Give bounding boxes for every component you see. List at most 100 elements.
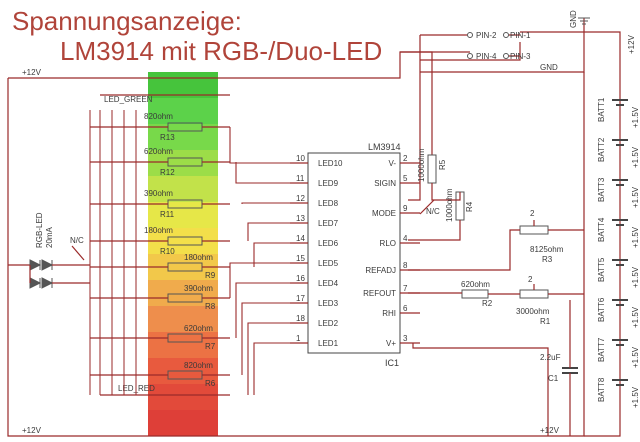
ic-pin-number: 13 xyxy=(296,214,305,223)
battery-symbol xyxy=(612,99,628,106)
gnd-label-top: GND xyxy=(569,10,578,28)
ic-pin-label: LED9 xyxy=(318,179,339,188)
led-color-bar xyxy=(148,72,218,437)
ground-icon xyxy=(578,17,590,25)
ic-pin-number: 2 xyxy=(403,154,408,163)
ic-pin-label: LED2 xyxy=(318,319,339,328)
r2-resistor xyxy=(461,289,489,299)
ladder-resistor-value: 390ohm xyxy=(184,284,213,293)
band-segment xyxy=(148,202,218,229)
ic-pin-number: 5 xyxy=(403,174,408,183)
ladder-resistor-value: 820ohm xyxy=(184,361,213,370)
battery-name: BATT2 xyxy=(597,137,606,162)
ic-name: LM3914 xyxy=(368,142,401,152)
r2-name: R2 xyxy=(482,299,493,308)
ladder-resistor-name: R7 xyxy=(205,342,216,351)
ic-pin-number: 7 xyxy=(403,284,408,293)
rgb-led-current: 20mA xyxy=(45,226,54,248)
r5-name: R5 xyxy=(438,159,447,170)
ic-pin-number: 8 xyxy=(403,261,408,270)
r4-value: 1000ohm xyxy=(445,188,454,222)
ic-pin-number: 10 xyxy=(296,154,305,163)
c1-capacitor xyxy=(562,367,578,374)
band-segment xyxy=(148,410,218,437)
battery-symbol xyxy=(612,339,628,346)
rail-label-bottom-left: +12V xyxy=(22,426,42,435)
battery-stack: BATT1+1.5VBATT2+1.5VBATT3+1.5VBATT4+1.5V… xyxy=(597,97,640,408)
ic-link-wire xyxy=(241,202,290,204)
ic-pin-number: 11 xyxy=(296,174,305,183)
ic-link-wire xyxy=(229,262,290,298)
ladder-resistor-name: R12 xyxy=(160,168,175,177)
rail-label-bottom-right: +12V xyxy=(540,426,560,435)
led-green-label: LED_GREEN xyxy=(104,95,153,104)
ic-pin-label: REFOUT xyxy=(363,289,396,298)
battery-name: BATT6 xyxy=(597,297,606,322)
band-segment xyxy=(148,124,218,151)
ic-pin-label: LED3 xyxy=(318,299,339,308)
ic-pin-number: 14 xyxy=(296,234,305,243)
battery-symbol xyxy=(612,179,628,186)
rail-label-top-left: +12V xyxy=(22,68,42,77)
ic-pin-label: LED10 xyxy=(318,159,343,168)
ladder-resistor-name: R6 xyxy=(205,379,216,388)
r1-potentiometer xyxy=(519,289,549,299)
r4-name: R4 xyxy=(465,201,474,212)
battery-symbol xyxy=(612,139,628,146)
battery-name: BATT8 xyxy=(597,377,606,402)
band-segment xyxy=(148,98,218,125)
ic-pin-label: V- xyxy=(388,159,396,168)
pin-3-label: PIN-3 xyxy=(510,52,531,61)
ladder-resistor-name: R13 xyxy=(160,133,175,142)
ladder-resistor-value: 390ohm xyxy=(144,189,173,198)
pin-4-label: PIN-4 xyxy=(476,52,497,61)
battery-symbol xyxy=(612,299,628,306)
ladder-resistor-value: 180ohm xyxy=(144,226,173,235)
resistor-ladder: 820ohmR13620ohmR12390ohmR11180ohmR10180o… xyxy=(89,110,290,395)
c1-value: 2.2uF xyxy=(540,353,561,362)
ic-pin-number: 17 xyxy=(296,294,305,303)
r3-value: 8125ohm xyxy=(530,245,564,254)
battery-name: BATT4 xyxy=(597,217,606,242)
ic-link-wire xyxy=(247,222,290,241)
led-red-label: LED_RED xyxy=(118,384,155,393)
ic-link-wire xyxy=(235,282,290,338)
r5-value: 1000ohm xyxy=(417,148,426,182)
battery-symbol xyxy=(612,379,628,386)
battery-name: BATT3 xyxy=(597,177,606,202)
battery-voltage: +1.5V xyxy=(631,226,640,248)
power-rails xyxy=(7,18,621,437)
battery-voltage: +1.5V xyxy=(631,106,640,128)
band-segment xyxy=(148,332,218,359)
ic-link-wire xyxy=(247,322,290,395)
ic-pin-label: LED6 xyxy=(318,239,339,248)
r2-value: 620ohm xyxy=(461,280,490,289)
battery-voltage: +1.5V xyxy=(631,346,640,368)
battery-voltage: +1.5V xyxy=(631,186,640,208)
ic-pin-number: 18 xyxy=(296,314,305,323)
ic-pin-label: MODE xyxy=(372,209,396,218)
ladder-resistor-name: R11 xyxy=(160,210,175,219)
ladder-resistor-name: R9 xyxy=(205,271,216,280)
battery-name: BATT7 xyxy=(597,337,606,362)
ic-pin-number: 15 xyxy=(296,254,305,263)
pin-header xyxy=(467,32,509,59)
ic-link-wire xyxy=(253,242,290,267)
battery-voltage: +1.5V xyxy=(631,266,640,288)
ic-pin-label: LED5 xyxy=(318,259,339,268)
ladder-resistor-value: 620ohm xyxy=(184,324,213,333)
ic-ref: IC1 xyxy=(385,358,399,368)
r1-value: 3000ohm xyxy=(516,307,550,316)
ladder-resistor-name: R8 xyxy=(205,302,216,311)
rgb-led xyxy=(8,259,90,289)
ic-pin-label: RHI xyxy=(382,309,396,318)
pin-1-label: PIN-1 xyxy=(510,31,531,40)
r3-name: R3 xyxy=(542,255,553,264)
c1-name: C1 xyxy=(548,374,559,383)
r3-potentiometer xyxy=(519,225,549,235)
ic-pin-label: RLO xyxy=(380,239,396,248)
ladder-resistor-value: 180ohm xyxy=(184,253,213,262)
r1-name: R1 xyxy=(540,317,551,326)
